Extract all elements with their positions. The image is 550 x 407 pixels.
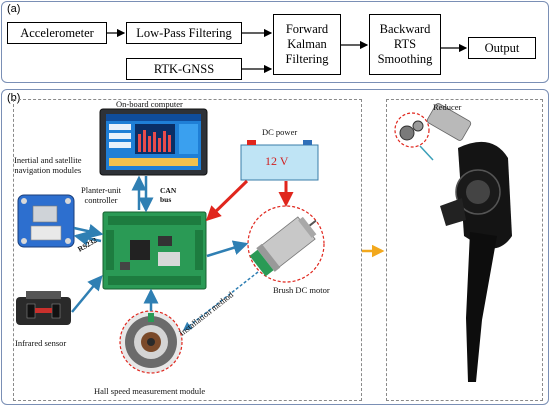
voltage-label: 12 V [265, 154, 289, 168]
accelerometer-box: Accelerometer [7, 22, 107, 44]
brush-dc-motor-icon [247, 205, 325, 283]
can-bus-caption: CAN bus [160, 186, 177, 204]
onboard-computer-icon [99, 108, 208, 176]
forward-kalman-filtering-box: Forward Kalman Filtering [273, 14, 341, 75]
hall-module-icon [119, 310, 183, 374]
arrow-reducer-link [419, 145, 434, 161]
brush-dc-motor-caption: Brush DC motor [273, 285, 330, 295]
reducer-caption: Reducer [433, 102, 462, 112]
low-pass-filtering-box: Low-Pass Filtering [126, 22, 242, 44]
arrow-infrared-to-controller [71, 275, 103, 313]
arrow-controller-to-nav [73, 231, 102, 246]
planter-controller-caption: Planter-unit controller [81, 185, 121, 205]
forward-kalman-filtering-label: Forward Kalman Filtering [285, 22, 329, 66]
panel-b-label: (b) [7, 92, 21, 104]
battery-icon [240, 140, 319, 181]
seeder-device-icon [440, 141, 512, 382]
arrow-controller-to-motor [206, 240, 249, 258]
panel-a [1, 1, 549, 83]
onboard-computer-caption: On-board computer [116, 99, 183, 109]
rtk-gnss-box: RTK-GNSS [126, 58, 242, 80]
backward-rts-smoothing-label: Backward RTS Smoothing [377, 22, 433, 66]
system-dashed-frame [13, 99, 362, 401]
arrow-nav-to-controller [73, 223, 104, 239]
controller-pcb-icon [102, 211, 207, 290]
reducer-gear-icon [394, 103, 472, 148]
infrared-sensor-icon [16, 291, 71, 325]
device-dashed-frame [386, 99, 543, 401]
infrared-sensor-caption: Infrared sensor [15, 338, 67, 348]
accelerometer-label: Accelerometer [20, 25, 94, 40]
arrow-motor-to-hall [182, 271, 259, 331]
navigation-modules-caption: Inertial and satellite navigation module… [14, 155, 82, 175]
rtk-gnss-label: RTK-GNSS [153, 61, 215, 76]
hall-module-caption: Hall speed measurement module [94, 386, 206, 396]
panel-a-label: (a) [7, 3, 21, 15]
arrow-power-to-controller [205, 179, 249, 222]
panel-b [1, 89, 549, 405]
backward-rts-smoothing-box: Backward RTS Smoothing [369, 14, 441, 75]
output-label: Output [484, 40, 520, 55]
navigation-module-icon [17, 194, 75, 248]
output-box: Output [468, 37, 536, 59]
dc-power-caption: DC power [262, 127, 298, 137]
low-pass-filtering-label: Low-Pass Filtering [136, 25, 232, 40]
